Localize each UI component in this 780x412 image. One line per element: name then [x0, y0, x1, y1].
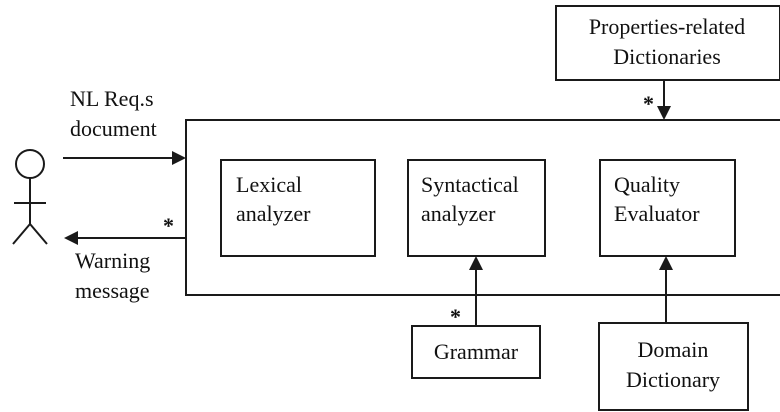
nl-document-arrow — [63, 151, 186, 165]
grammar-multiplicity-star: * — [450, 304, 461, 329]
warning-label-line1: Warning — [75, 248, 150, 273]
properties-multiplicity-star: * — [643, 91, 654, 116]
grammar-box: Grammar — [411, 325, 541, 379]
quality-evaluator-box: Quality Evaluator — [599, 159, 736, 257]
grammar-label: Grammar — [434, 339, 519, 364]
lexical-analyzer-box: Lexical analyzer — [220, 159, 376, 257]
lexical-analyzer-line1: Lexical — [236, 172, 302, 197]
lexical-analyzer-line2: analyzer — [236, 201, 311, 226]
properties-dictionaries-box: Properties-related Dictionaries — [555, 5, 780, 81]
nl-document-label-line1: NL Req.s — [70, 86, 154, 111]
properties-dictionaries-line2: Dictionaries — [613, 44, 721, 69]
nl-document-label-line2: document — [70, 116, 157, 141]
grammar-arrow — [469, 256, 483, 326]
syntactical-analyzer-box: Syntactical analyzer — [407, 159, 546, 257]
warning-label-line2: message — [75, 278, 150, 303]
domain-dictionary-box: Domain Dictionary — [598, 322, 749, 411]
syntactical-analyzer-line2: analyzer — [421, 201, 496, 226]
domain-dictionary-arrow — [659, 256, 673, 323]
properties-dictionaries-arrow — [657, 80, 671, 120]
quality-evaluator-line1: Quality — [614, 172, 680, 197]
warning-message-arrow — [64, 231, 186, 245]
warning-multiplicity-star: * — [163, 213, 174, 238]
quality-evaluator-line2: Evaluator — [614, 201, 700, 226]
user-actor-icon — [12, 149, 48, 245]
syntactical-analyzer-line1: Syntactical — [421, 172, 519, 197]
domain-dictionary-line1: Domain — [638, 337, 709, 362]
domain-dictionary-line2: Dictionary — [626, 367, 720, 392]
properties-dictionaries-line1: Properties-related — [589, 14, 745, 39]
